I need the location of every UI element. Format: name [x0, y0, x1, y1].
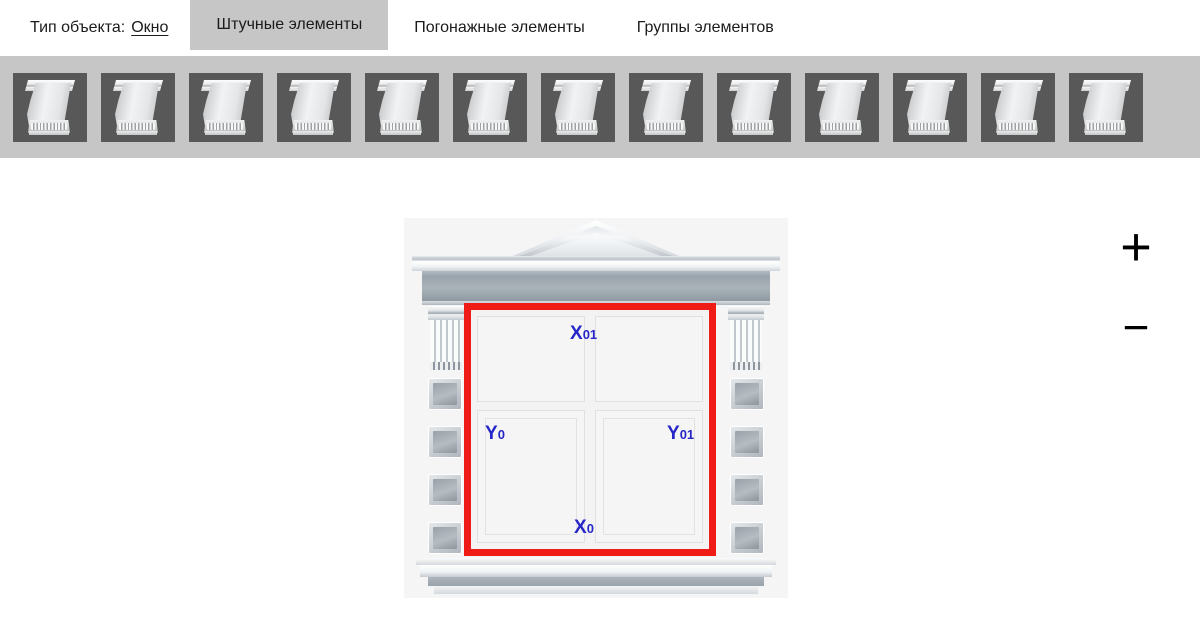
palette-item[interactable]	[805, 73, 879, 142]
corbel-bracket-icon	[893, 73, 967, 142]
palette-item[interactable]	[541, 73, 615, 142]
zoom-in-button[interactable]: +	[1113, 220, 1159, 274]
corbel-bracket-icon	[189, 73, 263, 142]
corbel-bracket-icon	[365, 73, 439, 142]
palette-item[interactable]	[893, 73, 967, 142]
sill-band	[416, 558, 776, 565]
corbel-bracket-icon	[13, 73, 87, 142]
corbel-bracket-icon	[277, 73, 351, 142]
panel-block	[730, 474, 764, 506]
zoom-out-button[interactable]: −	[1113, 304, 1159, 350]
corbel-bracket-icon	[629, 73, 703, 142]
panel-block	[730, 378, 764, 410]
corbel-bracket-icon	[981, 73, 1055, 142]
dimension-label-y01: Y01	[667, 423, 695, 444]
corbel-bracket-icon	[541, 73, 615, 142]
dimension-label-y0: Y0	[485, 423, 505, 444]
object-type-value[interactable]: Окно	[131, 19, 169, 36]
panel-block	[428, 474, 462, 506]
palette-item[interactable]	[717, 73, 791, 142]
tab-element-groups[interactable]: Группы элементов	[611, 0, 800, 56]
palette-item[interactable]	[277, 73, 351, 142]
panel-block	[730, 426, 764, 458]
palette-item[interactable]	[101, 73, 175, 142]
dimension-label-x01: X01	[570, 323, 598, 344]
panel-block	[730, 522, 764, 554]
palette-item[interactable]	[1069, 73, 1143, 142]
window-pane[interactable]	[477, 316, 585, 402]
palette-item[interactable]	[13, 73, 87, 142]
main-canvas: X01 X0 Y0 Y01 + −	[0, 158, 1200, 641]
cornice-band	[422, 271, 770, 277]
corbel-bracket-icon	[1069, 73, 1143, 142]
palette-item[interactable]	[365, 73, 439, 142]
cornice-band	[412, 256, 780, 261]
panel-block	[428, 426, 462, 458]
panel-block	[428, 378, 462, 410]
tab-piece-elements[interactable]: Штучные элементы	[190, 0, 389, 50]
palette-item[interactable]	[453, 73, 527, 142]
sill-band	[434, 586, 758, 594]
cornice-band	[412, 261, 780, 271]
dimension-label-x0: X0	[574, 517, 594, 538]
cornice-frieze	[422, 277, 770, 301]
corbel-bracket-icon	[101, 73, 175, 142]
object-type-label: Тип объекта:	[30, 19, 126, 36]
element-palette-strip[interactable]	[0, 56, 1200, 158]
object-type-selector[interactable]: Тип объекта: Окно	[0, 0, 190, 56]
tab-linear-elements[interactable]: Погонажные элементы	[388, 0, 611, 56]
pediment-icon	[404, 218, 788, 280]
top-tab-bar: Тип объекта: Окно Штучные элементы Погон…	[0, 0, 1200, 56]
window-pane[interactable]	[595, 410, 703, 543]
corbel-bracket-icon	[717, 73, 791, 142]
sill-band	[420, 565, 772, 577]
palette-item[interactable]	[189, 73, 263, 142]
corbel-bracket-icon	[453, 73, 527, 142]
palette-item[interactable]	[981, 73, 1055, 142]
panel-block	[428, 522, 462, 554]
window-pane[interactable]	[595, 316, 703, 402]
palette-item[interactable]	[629, 73, 703, 142]
window-preview[interactable]: X01 X0 Y0 Y01	[404, 218, 788, 598]
corbel-bracket-icon	[805, 73, 879, 142]
window-selection-frame[interactable]: X01 X0 Y0 Y01	[464, 303, 716, 556]
window-pane[interactable]	[477, 410, 585, 543]
sill-band	[428, 577, 764, 586]
